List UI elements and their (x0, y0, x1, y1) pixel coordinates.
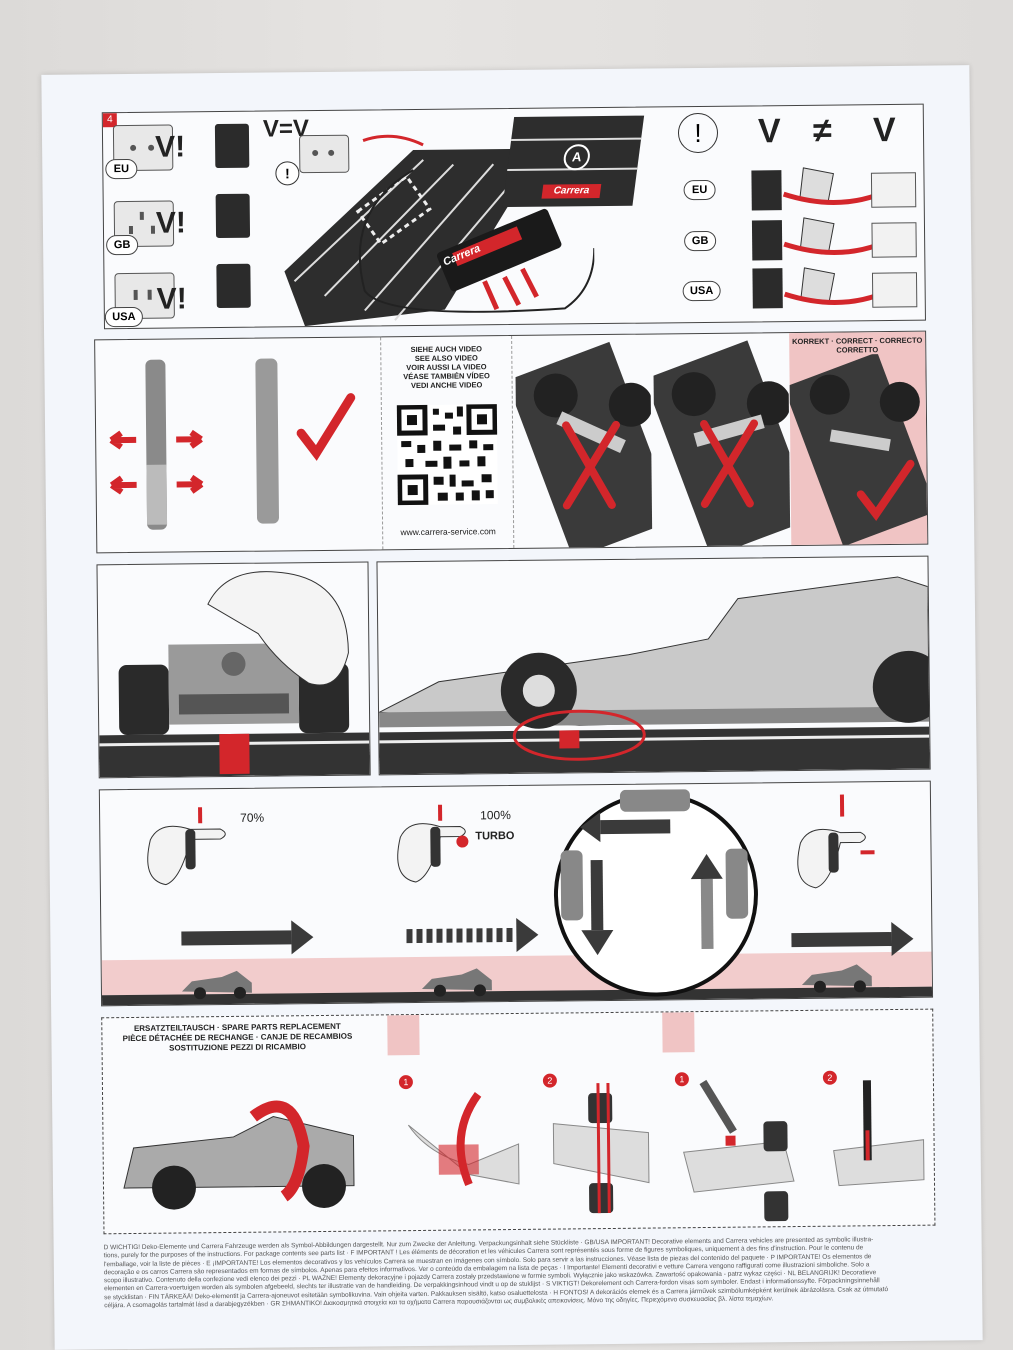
braid-part-thumb (387, 1014, 420, 1056)
car-side-keel-illustration (377, 576, 931, 775)
car-silhouette-icon (801, 964, 872, 993)
speed-100-label: 100% (480, 808, 511, 823)
warning-mark: ! (694, 117, 702, 149)
power-adapter-gb (215, 193, 251, 239)
voltage-not-equal-right: V (872, 110, 896, 150)
guide-part-thumb (662, 1012, 695, 1053)
turbo-label: TURBO (475, 829, 515, 843)
lane-change-loop-illustration (553, 789, 758, 997)
controller-panel: 70% 100% TURBO (98, 780, 934, 1007)
exit-arrow (791, 932, 892, 948)
wrong-voltage-illustration (751, 167, 918, 309)
qr-code[interactable] (396, 404, 498, 506)
guide-replace-illustration (683, 1079, 925, 1222)
region-label-usa: USA (104, 306, 143, 328)
track-piece-illustration: A Carrera (502, 115, 645, 208)
correct-heading: KORREKT · CORRECT · CORRECTO CORRETTO (789, 336, 925, 355)
instruction-sheet: 4 V! EU V! GB V! USA V=V ! (41, 65, 983, 1350)
drive-arrow (181, 930, 292, 946)
hand-controller-release-icon (797, 794, 875, 889)
region-label-gb-right: GB (684, 230, 717, 252)
speed-70-label: 70% (240, 810, 265, 825)
voltage-check-text: V! (155, 206, 187, 240)
car-flip-illustration (123, 1100, 355, 1210)
power-adapter-eu (214, 123, 250, 169)
video-heading-line: VEDI ANCHE VIDEO (410, 380, 483, 391)
connecting-track-illustration (284, 134, 595, 327)
hand-controller-70-icon (147, 807, 226, 886)
voltage-not-equal-sign: ≠ (812, 111, 832, 150)
warning-circle-large-icon: ! (677, 112, 719, 154)
turbo-arrow (406, 917, 539, 952)
region-label-gb: GB (106, 234, 139, 256)
spare-parts-panel: ERSATZTEILTAUSCH · SPARE PARTS REPLACEME… (101, 1008, 936, 1235)
region-label-usa-right: USA (682, 280, 721, 302)
track-brand-label: Carrera (541, 184, 602, 199)
track-marker-circle: A (562, 144, 592, 171)
car-silhouette-icon (421, 968, 492, 997)
brush-wrong-illustration-2 (653, 340, 791, 547)
spare-parts-heading: ERSATZTEILTAUSCH · SPARE PARTS REPLACEME… (102, 1021, 372, 1054)
video-heading: SIEHE AUCH VIDEO SEE ALSO VIDEO VOIR AUS… (381, 344, 511, 390)
car-front-insertion-illustration (99, 571, 370, 778)
guide-keel-panel-front (96, 561, 371, 779)
voltage-check-text: V! (154, 130, 186, 164)
voltage-check-text: V! (156, 282, 187, 316)
brush-correct-illustration (789, 353, 928, 546)
guide-keel-panel-side (376, 555, 931, 776)
braid-replace-illustration (407, 1083, 650, 1214)
brush-correct-box: KORREKT · CORRECT · CORRECTO CORRETTO (789, 331, 928, 546)
service-url[interactable]: www.carrera-service.com (400, 526, 496, 538)
voltage-not-equal-left: V (757, 112, 781, 151)
video-info-box: SIEHE AUCH VIDEO SEE ALSO VIDEO VOIR AUS… (380, 335, 515, 550)
brushes-panel: SIEHE AUCH VIDEO SEE ALSO VIDEO VOIR AUS… (94, 330, 929, 554)
track-marker-letter: A (571, 149, 583, 165)
brush-wrong-illustration-1 (515, 341, 653, 548)
legal-notice: D WICHTIG! Deko-Elemente und Carrera Fah… (104, 1236, 935, 1311)
power-adapter-usa (216, 263, 251, 309)
car-silhouette-icon (181, 970, 252, 1000)
brush-adjust-illustration (109, 358, 356, 530)
region-label-eu: EU (105, 158, 138, 180)
power-supply-panel: 4 V! EU V! GB V! USA V=V ! (101, 103, 926, 330)
region-label-eu-right: EU (683, 179, 716, 201)
hand-controller-100-icon (397, 804, 469, 883)
